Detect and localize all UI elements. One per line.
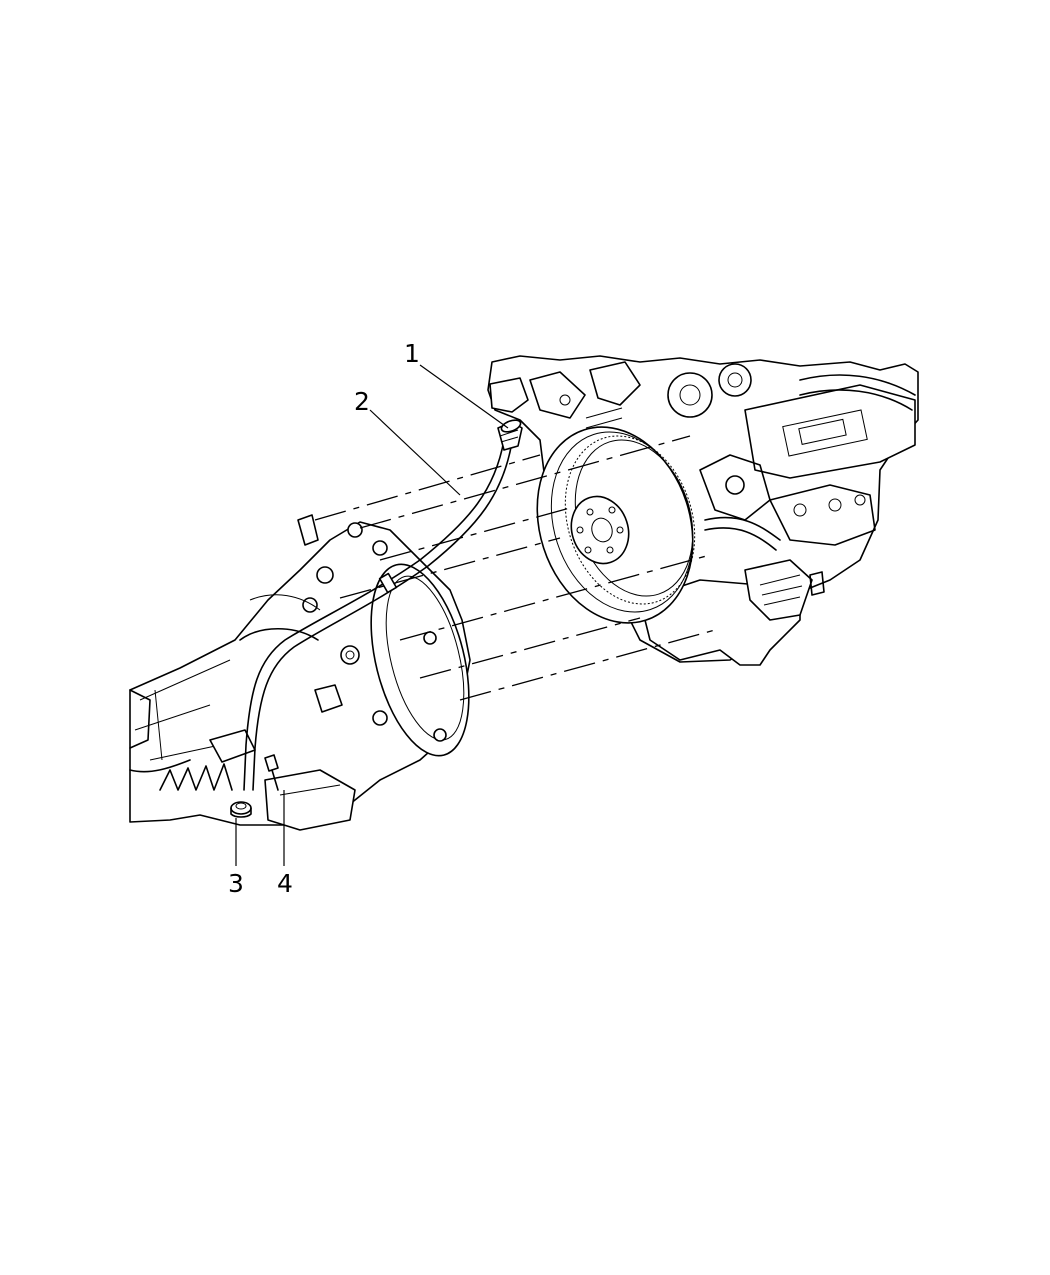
dipstick-cap — [497, 419, 523, 451]
callout-4: 4 — [277, 869, 293, 898]
callout-3: 3 — [228, 869, 244, 898]
leader-lines — [235, 364, 509, 866]
callout-2: 2 — [354, 387, 370, 416]
transmission-assembly — [129, 514, 471, 831]
callout-1: 1 — [404, 339, 420, 368]
flexplate — [536, 426, 696, 624]
mounting-bolt — [264, 754, 279, 791]
seal-grommet — [230, 801, 252, 818]
dipstick-tube — [243, 439, 513, 791]
alignment-lines — [314, 435, 716, 701]
